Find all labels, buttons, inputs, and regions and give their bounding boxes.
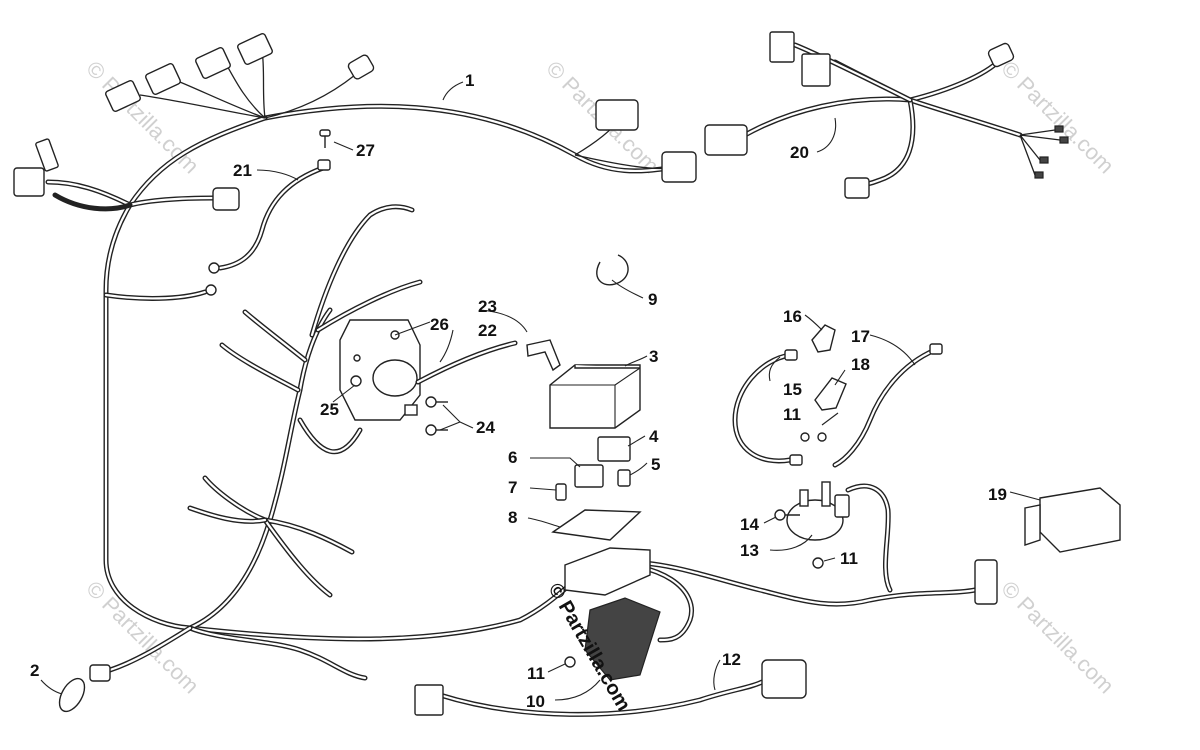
watermark-top-left: © Partzilla.com <box>81 56 204 179</box>
part-18-boot <box>814 377 847 411</box>
callout-22: 22 <box>478 321 497 340</box>
callout-10: 10 <box>526 692 545 711</box>
part-24-bolts <box>425 396 448 436</box>
leader-lines <box>40 81 1041 701</box>
part-23-elbow <box>526 339 561 372</box>
part-8-fuse-label <box>551 509 642 541</box>
part-19-module <box>1024 487 1121 553</box>
watermark-top-right: © Partzilla.com <box>996 56 1119 179</box>
part-4-relay <box>597 436 631 462</box>
part-17-cable <box>832 343 943 468</box>
part-16-boot <box>811 324 836 353</box>
part-14-screw <box>774 509 800 521</box>
callout-25: 25 <box>320 400 339 419</box>
callout-26: 26 <box>430 315 449 334</box>
part-11-nut-a <box>564 656 576 668</box>
callout-15: 15 <box>783 380 802 399</box>
part-2-sensor <box>58 664 111 713</box>
callout-4: 4 <box>649 427 659 446</box>
right-connector <box>974 559 998 605</box>
main-harness <box>45 103 978 681</box>
part-10-module <box>584 597 661 681</box>
part-3-fuse-box-cover <box>549 364 641 429</box>
callout-14: 14 <box>740 515 759 534</box>
part-22-hose <box>415 340 518 385</box>
callout-11c: 11 <box>783 405 801 424</box>
fuse-box-base <box>564 547 651 596</box>
part-5-fuse <box>617 469 631 487</box>
part-25-nut <box>350 375 362 387</box>
solenoid-harness <box>845 483 893 593</box>
callout-23: 23 <box>478 297 497 316</box>
part-26-bracket <box>339 319 421 421</box>
part-27-screw <box>319 129 331 148</box>
callout-5: 5 <box>651 455 660 474</box>
callout-9: 9 <box>648 290 657 309</box>
callout-24: 24 <box>476 418 495 437</box>
top-center-connector-group <box>574 99 697 183</box>
harness-20 <box>704 31 1069 199</box>
callout-7: 7 <box>508 478 517 497</box>
callout-1: 1 <box>465 71 474 90</box>
part-6-relay <box>574 464 604 488</box>
top-left-connector-group <box>13 32 375 296</box>
part-21-ground-lead <box>208 159 331 274</box>
callout-6: 6 <box>508 448 517 467</box>
part-7-fuse <box>555 483 567 501</box>
callout-19: 19 <box>988 485 1007 504</box>
part-12-lead <box>414 659 807 717</box>
callout-16: 16 <box>783 307 802 326</box>
part-9-clip <box>596 254 629 286</box>
callout-21: 21 <box>233 161 252 180</box>
callout-20: 20 <box>790 143 809 162</box>
callout-27: 27 <box>356 141 375 160</box>
callout-2: 2 <box>30 661 39 680</box>
callout-11b: 11 <box>840 549 858 568</box>
callout-13: 13 <box>740 541 759 560</box>
callout-17: 17 <box>851 327 870 346</box>
watermark-bottom-right: © Partzilla.com <box>996 576 1119 699</box>
part-11-nut-b <box>812 557 824 569</box>
callout-18: 18 <box>851 355 870 374</box>
callout-12: 12 <box>722 650 741 669</box>
part-11-nut-c <box>800 432 827 442</box>
part-15-cable <box>732 349 803 466</box>
callout-11a: 11 <box>527 664 545 683</box>
part-13-solenoid <box>786 481 850 541</box>
callout-8: 8 <box>508 508 517 527</box>
callout-3: 3 <box>649 347 658 366</box>
